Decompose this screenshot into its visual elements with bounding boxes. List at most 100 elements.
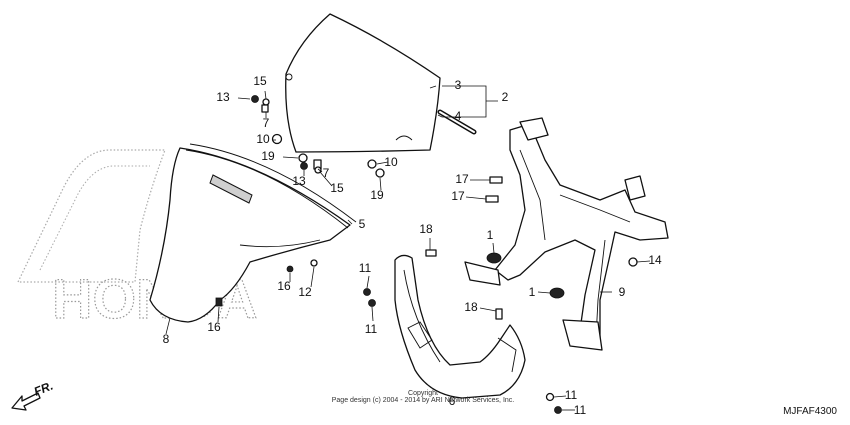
screw-13b [300,162,308,170]
stay-cross-member [559,194,631,223]
callout-c9: 9 [619,285,626,299]
callout-c18a: 18 [419,222,433,236]
inner-cover [394,254,526,399]
cowl-upper-edge [189,143,357,223]
collar-19b [375,168,385,178]
leader-11b [371,306,374,322]
inner-cover-ridge [403,269,441,363]
callout-c7a: 7 [263,116,270,130]
leader-12 [310,266,315,288]
stay-foot-bracket [562,319,603,351]
screw-11a [363,288,371,296]
callout-c11c: 11 [565,388,578,402]
callout-c7b: 7 [323,166,330,180]
cowl-upper-edge-inner [185,149,349,229]
callout-c8: 8 [163,332,170,346]
callout-c15b: 15 [330,181,344,195]
screw-11b [368,299,376,307]
callout-labels: 2345677891010111111111213131415151616171… [163,74,662,417]
leader-14 [636,260,651,263]
windscreen [285,13,441,153]
inner-cover-slot [407,321,433,349]
cowl-honda-badge [209,174,253,204]
leader-1b [537,291,551,294]
windscreen-hole [285,73,293,81]
windscreen-fasteners [215,95,385,307]
screw-13a [251,95,259,103]
callout-c10b: 10 [384,155,398,169]
callout-c19b: 19 [370,188,384,202]
leader-11a [366,275,370,289]
callout-c11b: 11 [365,322,378,336]
collar-19a [298,153,308,163]
callout-c6: 6 [449,394,456,408]
callout-c13a: 13 [216,90,230,104]
leader-15b [319,171,333,187]
callout-c14: 14 [648,253,662,267]
nut-15a [262,98,270,106]
callout-c10a: 10 [256,132,270,146]
callout-c3: 3 [455,78,462,92]
leader-11c [553,395,567,398]
callout-c2: 2 [502,90,509,104]
callout-c13b: 13 [292,174,306,188]
leader-5 [347,219,353,225]
bolt-18b [495,308,503,320]
leader-3 [429,85,437,89]
leader-10b [376,161,389,165]
cowl-lower-line [239,239,321,248]
callout-c4: 4 [455,109,462,123]
inner-cover-right-tab [497,337,517,373]
callout-c5: 5 [359,217,366,231]
front-direction-label: FR. [32,379,55,399]
leader-2-3-4 [437,85,498,118]
callout-c11d: 11 [574,403,587,417]
front-arrow-icon [11,392,41,411]
cowl-stay [464,117,669,351]
stay-left-arm [464,261,501,286]
leader-1a [492,242,495,254]
stay-right-bracket [624,175,646,201]
leader-17b [465,196,487,200]
bolt-17a [489,176,503,184]
leader-8 [165,317,171,335]
screw-11c [545,392,555,402]
grommet-1a [486,252,502,264]
callout-c1b: 1 [529,285,536,299]
screw-11d [554,406,562,414]
leader-7b [317,168,323,173]
honda-wing-inner [39,165,150,271]
grommet-10a [271,133,283,145]
leader-lines [165,85,651,411]
callout-c16a: 16 [277,279,291,293]
callout-c16b: 16 [207,320,221,334]
bolt-18a [425,249,437,257]
leader-16b [217,306,220,323]
callout-c17b: 17 [451,189,465,203]
clip-16b [215,297,223,307]
grommet-1b [549,287,565,299]
copyright-line1: Copyright [408,390,438,397]
callout-c18b: 18 [464,300,478,314]
front-direction-indicator: FR. [11,379,55,411]
callout-c17a: 17 [455,172,469,186]
stay-main-frame [494,123,669,347]
washer-7a [261,104,269,113]
grommet-10b [367,159,377,169]
diagram-code: MJFAF4300 [783,406,837,417]
callout-c15a: 15 [253,74,267,88]
callout-c11a: 11 [359,261,372,275]
bolt-17b [485,195,499,203]
callout-c12: 12 [298,285,312,299]
clip-16a [286,265,294,273]
leader-15a [264,90,267,100]
stay-left-member [519,149,546,241]
nut-15b [314,166,322,174]
callout-c19a: 19 [261,149,275,163]
copyright-line2: Page design (c) 2004 - 2014 by ARI Netwo… [332,397,515,404]
screw-12 [310,259,318,267]
leader-18b [479,307,497,312]
callout-c1a: 1 [487,228,494,242]
